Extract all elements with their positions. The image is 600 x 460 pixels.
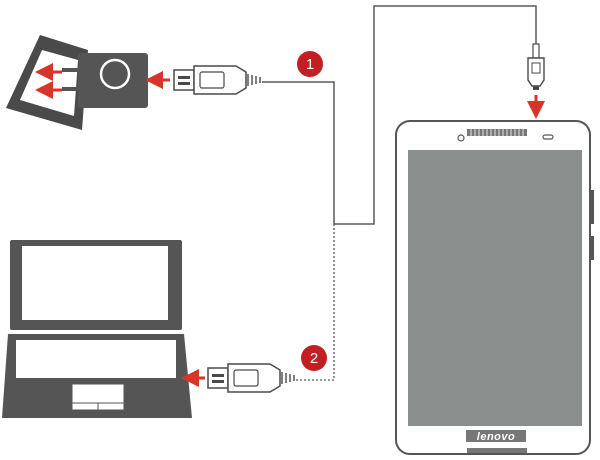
step-badge-2: 2 (301, 345, 327, 371)
laptop-screen (22, 246, 168, 320)
tablet-icon: lenovo (396, 121, 594, 454)
micro-usb-connector-icon (528, 44, 544, 90)
tablet-brand: lenovo (477, 431, 515, 443)
laptop-keyboard (16, 340, 176, 378)
power-button (590, 236, 594, 260)
tablet-screen (408, 150, 582, 426)
laptop-icon (2, 240, 192, 418)
usb-connector-icon-2 (208, 364, 294, 392)
usb-connector-icon (174, 66, 260, 94)
wall-outlet (6, 35, 88, 130)
step-number-1: 1 (306, 56, 314, 73)
step-badge-1: 1 (297, 51, 323, 77)
volume-button (590, 190, 594, 224)
step-number-2: 2 (310, 350, 318, 367)
